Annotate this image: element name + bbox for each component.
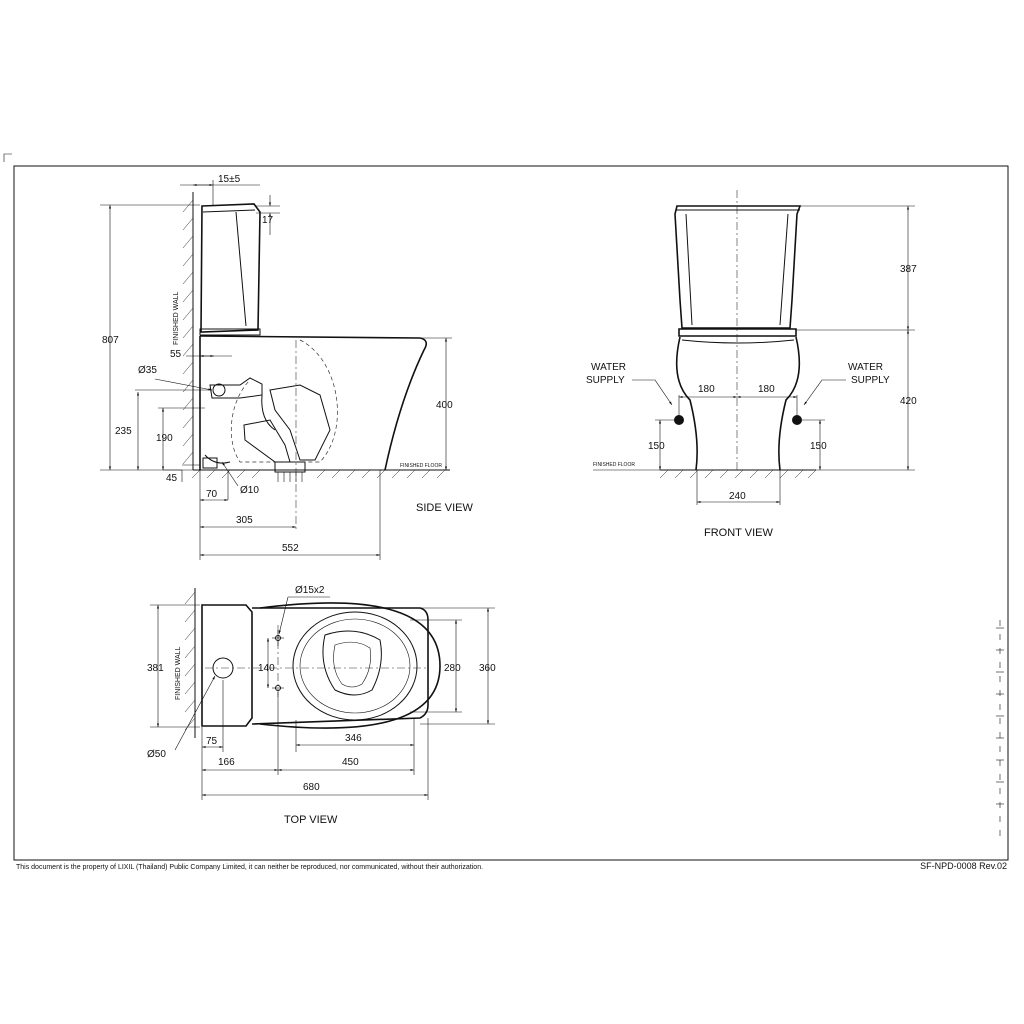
- top-toilet-body: [201, 602, 441, 729]
- side-dim-lines: [100, 180, 452, 560]
- dim-overall-height: 807: [102, 335, 119, 346]
- supply-left-label-line1: WATER: [591, 362, 626, 373]
- front-view-title: FRONT VIEW: [704, 527, 773, 539]
- dim-bowl-length: 346: [345, 733, 362, 744]
- side-floor-label: FINISHED FLOOR: [400, 463, 442, 469]
- dim-body-width: 360: [479, 663, 496, 674]
- dim-lid-offset: 15±5: [218, 174, 241, 185]
- front-dim-lines: [632, 205, 915, 505]
- footer: This document is the property of LIXIL (…: [16, 861, 1007, 871]
- top-dim-lines: [150, 596, 495, 800]
- dim-inlet-offset: 55: [170, 349, 182, 360]
- dim-seat-height: 400: [436, 400, 453, 411]
- dim-body-length: 450: [342, 757, 359, 768]
- supply-right-label-line2: SUPPLY: [851, 375, 890, 386]
- side-wall-hatch: [182, 192, 194, 470]
- footer-doc-code: SF-NPD-0008 Rev.02: [920, 861, 1007, 871]
- dim-fixing-holes: Ø15x2: [295, 585, 325, 596]
- side-toilet-body: [199, 203, 428, 530]
- dim-supply-right-height: 150: [810, 441, 827, 452]
- dim-outlet-center: 305: [236, 515, 253, 526]
- top-view-title: TOP VIEW: [284, 814, 338, 826]
- dim-bowl-width: 280: [444, 663, 461, 674]
- dim-bolt-dia: Ø10: [240, 485, 259, 496]
- dim-outlet-offset-top: 75: [206, 736, 218, 747]
- dim-tank-height: 387: [900, 264, 917, 275]
- side-view-title: SIDE VIEW: [416, 502, 473, 514]
- dim-hole-spacing: 140: [258, 663, 275, 674]
- supply-right-label-line1: WATER: [848, 362, 883, 373]
- dim-overall-length: 680: [303, 782, 320, 793]
- dim-floor-gap: 45: [166, 473, 178, 484]
- dim-inlet-height: 235: [115, 426, 132, 437]
- dim-outlet-offset: 70: [206, 489, 218, 500]
- top-view: FINISHED WALL: [147, 585, 496, 826]
- dim-lid-height: 17: [262, 215, 274, 226]
- side-floor-hatch: [191, 469, 450, 479]
- front-supply-point-right: [792, 415, 802, 425]
- dim-overall-depth: 552: [282, 543, 299, 554]
- supply-left-label-line2: SUPPLY: [586, 375, 625, 386]
- front-floor-label: FINISHED FLOOR: [593, 462, 635, 468]
- drawing-frame: [3, 153, 1009, 861]
- front-toilet-body: [674, 190, 802, 471]
- dim-inlet-center: 190: [156, 433, 173, 444]
- dim-bowl-height: 420: [900, 396, 917, 407]
- dim-supply-left-offset: 180: [698, 384, 715, 395]
- top-wall-label: FINISHED WALL: [175, 646, 182, 700]
- side-wall-label: FINISHED WALL: [173, 291, 180, 345]
- dim-outlet-dia: Ø50: [147, 749, 166, 760]
- dim-inlet-dia: Ø35: [138, 365, 157, 376]
- front-view: FINISHED FLOOR: [586, 190, 917, 539]
- dim-base-width: 240: [729, 491, 746, 502]
- dim-overall-width: 381: [147, 663, 164, 674]
- side-view: FINISHED WALL FINISHED FLOOR: [100, 174, 473, 560]
- dim-hole-offset: 166: [218, 757, 235, 768]
- dim-supply-right-offset: 180: [758, 384, 775, 395]
- footer-disclaimer: This document is the property of LIXIL (…: [16, 864, 483, 871]
- dim-supply-left-height: 150: [648, 441, 665, 452]
- front-supply-point-left: [674, 415, 684, 425]
- front-floor-hatch: [659, 469, 817, 479]
